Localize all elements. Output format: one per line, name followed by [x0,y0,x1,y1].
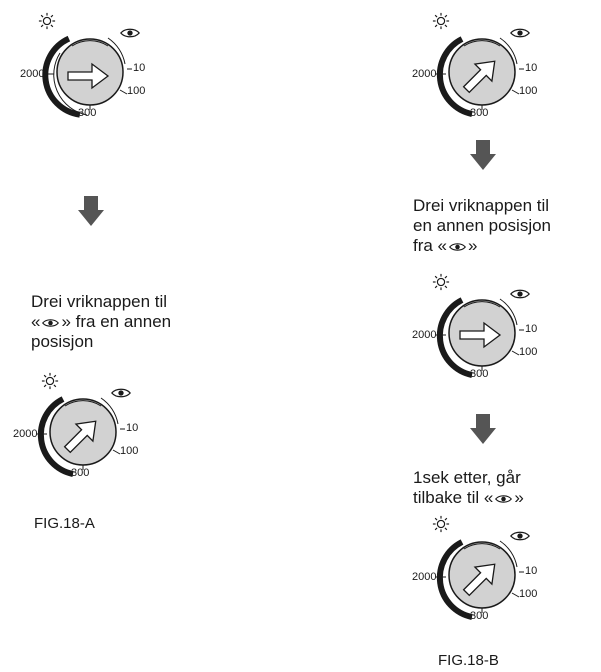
fig-a-caption-line2: « » fra en annen [31,312,171,332]
eye-icon [495,495,513,503]
eye-icon [42,319,60,327]
guillemet-close: » [514,488,524,507]
label-2000: 2000 [13,428,38,440]
sun-icon [432,273,450,291]
label-2000: 2000 [412,68,437,80]
sun-icon [432,515,450,533]
sun-icon [432,12,450,30]
label-300: 300 [470,610,489,622]
label-2000: 2000 [412,571,437,583]
fig-b-caption-2-line2: tilbake til « » [413,488,524,508]
dial-fig-b-1: 2000 10 100 300 [412,12,542,127]
eye-icon [120,28,140,38]
fig-b-caption-2: 1sek etter, går tilbake til « » [413,468,524,508]
down-arrow-icon [78,196,104,226]
dial-fig-a-bottom: 2000 10 100 300 [13,372,143,487]
label-300: 300 [71,467,90,479]
fig-b-caption-1-line1: Drei vriknappen til [413,196,550,215]
label-100: 100 [519,85,538,97]
label-100: 100 [519,346,538,358]
eye-icon [510,289,530,299]
knob-arrow-icon [459,321,502,349]
caption-text: tilbake til « [413,488,494,507]
label-2000: 2000 [412,329,437,341]
label-100: 100 [127,85,146,97]
knob-arrow-icon [67,62,110,90]
label-10: 10 [525,62,538,74]
label-100: 100 [120,445,139,457]
knob-arrow-icon [462,60,496,94]
label-10: 10 [126,422,139,434]
label-300: 300 [78,107,97,119]
eye-icon [510,28,530,38]
label-10: 10 [525,565,538,577]
caption-text: fra « [413,236,448,255]
down-arrow-icon [470,140,496,170]
fig-a-caption: Drei vriknappen til « » fra en annen posi… [31,292,171,352]
label-100: 100 [519,588,538,600]
label-300: 300 [470,368,489,380]
dial-fig-b-3: 2000 10 100 300 [412,515,542,630]
knob-arrow-icon [462,563,496,597]
eye-icon [449,243,466,251]
fig-b-caption-1-line2: en annen posisjon [413,216,552,235]
knob-arrow-icon [63,420,97,454]
label-2000: 2000 [20,68,45,80]
fig-a-caption-line1: Drei vriknappen til [31,292,168,311]
guillemet-open: « [31,312,41,331]
fig-b-caption-1-line3: fra « » [413,236,551,256]
eye-icon [510,531,530,541]
down-arrow-icon [470,414,496,444]
eye-icon [111,388,131,398]
dial-fig-a-top: 2000 10 100 300 [20,12,150,127]
fig-a-caption-line3: posisjon [31,332,94,351]
fig-b-caption-2-line1: 1sek etter, går [413,468,521,487]
fig-a-label: FIG.18-A [34,515,95,532]
dial-fig-b-2: 2000 10 100 300 [412,273,542,388]
fig-b-caption-1: Drei vriknappen til en annen posisjon fr… [413,196,551,256]
sun-icon [41,372,59,390]
fig-b-label: FIG.18-B [438,652,499,669]
caption-text: » fra en annen [61,312,172,331]
label-300: 300 [470,107,489,119]
label-10: 10 [525,323,538,335]
label-10: 10 [133,62,146,74]
guillemet-close: » [468,236,478,255]
sun-icon [38,12,56,30]
